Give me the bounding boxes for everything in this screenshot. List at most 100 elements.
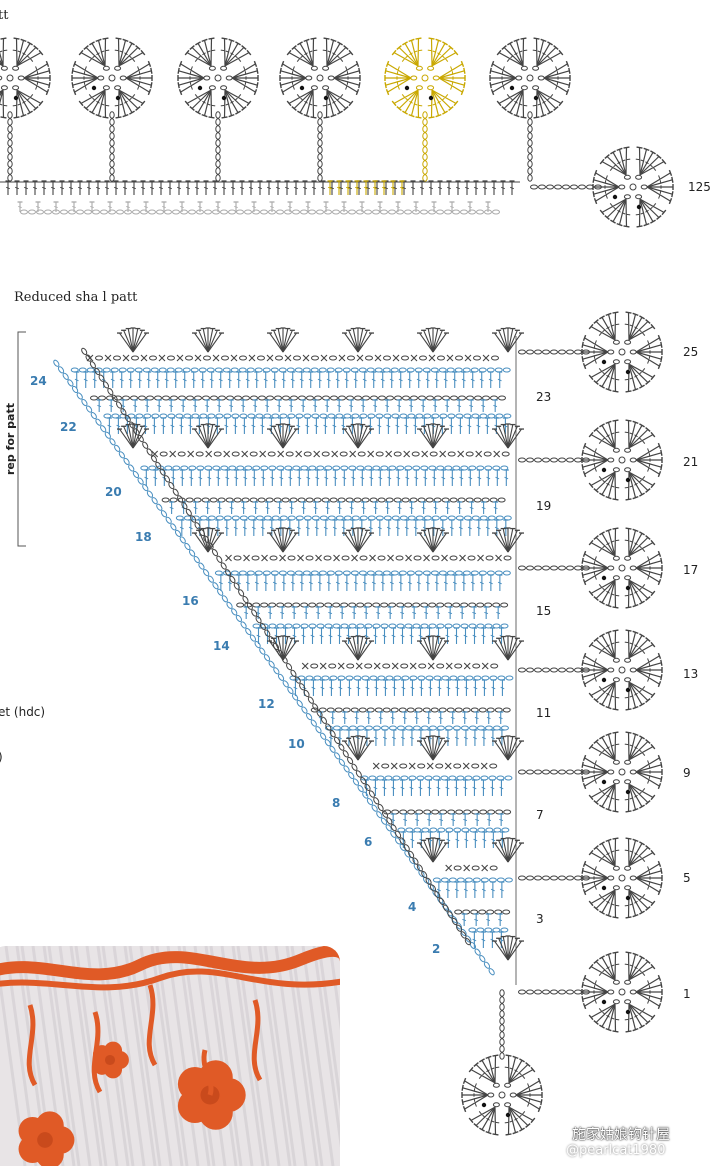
fan-stitch-icon bbox=[417, 528, 449, 552]
row-number-right: 25 bbox=[683, 345, 698, 359]
bottom-chain bbox=[500, 990, 504, 1059]
flower-motif-icon bbox=[385, 38, 465, 118]
fan-stitch-icon bbox=[492, 936, 524, 960]
chain-row bbox=[325, 726, 508, 730]
dc-row bbox=[244, 607, 501, 619]
row-number-right: 17 bbox=[683, 563, 698, 577]
sc-row bbox=[226, 555, 512, 561]
dc-row bbox=[169, 502, 498, 514]
legend-hdc-text: et (hdc) bbox=[0, 705, 45, 719]
flower-motif-icon bbox=[582, 312, 662, 392]
fan-stitch-icon bbox=[192, 424, 224, 448]
chain-vertical bbox=[110, 112, 114, 181]
fan-stitch-icon bbox=[342, 424, 374, 448]
chain-row bbox=[311, 708, 510, 712]
fan-stitch-icon bbox=[342, 636, 374, 660]
row-number-left: 20 bbox=[105, 485, 122, 499]
row-number-right: 11 bbox=[536, 706, 551, 720]
wechat-icon bbox=[544, 1124, 566, 1142]
dc-row bbox=[462, 914, 503, 926]
dc-row bbox=[256, 628, 504, 644]
row-number-left: 18 bbox=[135, 530, 152, 544]
dc-row bbox=[218, 575, 502, 591]
fan-stitch-icon bbox=[117, 328, 149, 352]
dc-row bbox=[144, 470, 509, 486]
fan-stitch-icon bbox=[342, 736, 374, 760]
chain-vertical bbox=[423, 112, 427, 181]
top-fragment-text: tt bbox=[0, 8, 8, 23]
fan-stitch-icon bbox=[492, 636, 524, 660]
row-number-left: 12 bbox=[258, 697, 275, 711]
fan-stitch-icon bbox=[342, 528, 374, 552]
dc-row bbox=[74, 372, 502, 388]
side-chain bbox=[519, 566, 590, 570]
side-chain bbox=[519, 668, 590, 672]
flower-motif-icon bbox=[582, 630, 662, 710]
flower-motif-icon bbox=[582, 838, 662, 918]
row-number-right: 19 bbox=[536, 499, 551, 513]
row-number-left: 10 bbox=[288, 737, 305, 751]
row-number-right: 15 bbox=[536, 604, 551, 618]
flower-motif-icon bbox=[582, 528, 662, 608]
row-number-left: 6 bbox=[364, 835, 372, 849]
row-number-right: 23 bbox=[536, 390, 551, 404]
flower-motif-icon bbox=[0, 38, 50, 118]
row-number-right: 1 bbox=[683, 987, 691, 1001]
top-side-chain bbox=[531, 185, 602, 189]
rep-for-patt-label: rep for patt bbox=[4, 403, 17, 475]
chain-row bbox=[237, 603, 508, 607]
fan-stitch-icon bbox=[417, 328, 449, 352]
dc-row bbox=[293, 680, 505, 696]
flower-motif-icon bbox=[72, 38, 152, 118]
flower-motif-icon bbox=[462, 1055, 542, 1135]
flower-motif-icon bbox=[582, 952, 662, 1032]
sc-row bbox=[373, 763, 497, 769]
fan-stitch-icon bbox=[342, 328, 374, 352]
top-highlight-stitches bbox=[328, 181, 405, 195]
side-chain bbox=[519, 350, 590, 354]
inner-diagonal-chain bbox=[81, 347, 472, 945]
dc-row bbox=[107, 418, 508, 434]
legend-paren-text: ) bbox=[0, 750, 3, 764]
chain-row bbox=[398, 828, 509, 832]
flower-motif-icon bbox=[490, 38, 570, 118]
dc-row bbox=[318, 712, 503, 724]
chain-vertical bbox=[528, 112, 532, 181]
row-number-left: 8 bbox=[332, 796, 340, 810]
flower-motif-icon bbox=[593, 147, 673, 227]
dc-row bbox=[436, 882, 504, 898]
chain-row bbox=[253, 624, 508, 628]
row-number-left: 14 bbox=[213, 639, 230, 653]
rep-bracket bbox=[18, 332, 26, 546]
diagonal-edge-chain bbox=[53, 359, 496, 975]
side-chain bbox=[519, 990, 590, 994]
chain-vertical bbox=[318, 112, 322, 181]
row-number-left: 2 bbox=[432, 942, 440, 956]
row-number-left: 24 bbox=[30, 374, 47, 388]
row-number-left: 4 bbox=[408, 900, 416, 914]
fan-stitch-icon bbox=[417, 636, 449, 660]
row-number-right: 5 bbox=[683, 871, 691, 885]
chain-row bbox=[162, 498, 505, 502]
fan-stitch-icon bbox=[192, 528, 224, 552]
photo-crochet-sample bbox=[0, 946, 376, 1166]
chain-vertical bbox=[216, 112, 220, 181]
chain-row bbox=[91, 396, 506, 400]
chain-row bbox=[469, 928, 508, 932]
row-number-right: 21 bbox=[683, 455, 698, 469]
dc-row bbox=[97, 400, 498, 412]
flower-motif-icon bbox=[582, 420, 662, 500]
row-number-right: 3 bbox=[536, 912, 544, 926]
watermark-id: @pearlcat1980 bbox=[566, 1143, 665, 1158]
sc-row bbox=[302, 663, 498, 669]
row-number-right: 13 bbox=[683, 667, 698, 681]
sc-row bbox=[152, 451, 510, 457]
flower-motif-icon bbox=[280, 38, 360, 118]
fan-stitch-icon bbox=[192, 328, 224, 352]
fan-stitch-icon bbox=[267, 328, 299, 352]
side-chain bbox=[519, 458, 590, 462]
fan-stitch-icon bbox=[417, 736, 449, 760]
side-chain bbox=[519, 876, 590, 880]
fan-stitch-icon bbox=[492, 736, 524, 760]
